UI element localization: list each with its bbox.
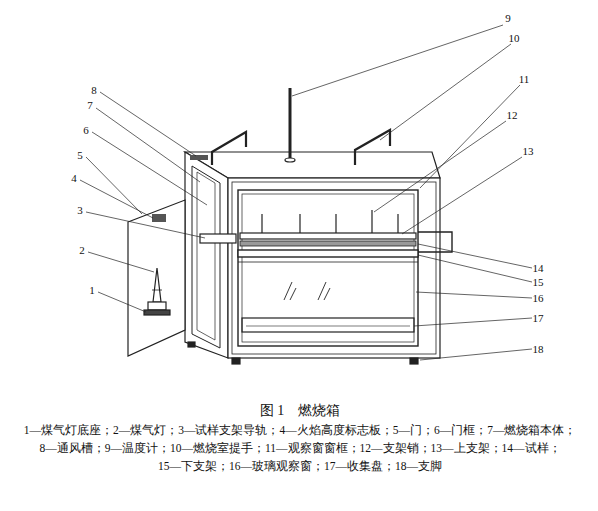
part-key-line: 15—下支架；16—玻璃观察窗；17—收集盘；18—支脚 [158,460,442,473]
callout-number: 14 [533,262,544,274]
callout-number: 12 [507,109,518,121]
callout-number: 18 [533,343,544,355]
callout-number: 4 [71,172,77,184]
callout-number: 15 [533,276,544,288]
callout-number: 9 [505,12,511,24]
callout-number: 3 [77,204,83,216]
callout-number: 6 [83,124,89,136]
callout-number: 1 [89,284,95,296]
part-key-line: 1—煤气灯底座；2—煤气灯；3—试样支架导轨；4—火焰高度标志板；5—门；6—门… [24,424,577,437]
callout-number: 17 [533,312,544,324]
callout-number: 16 [533,292,544,304]
figure-caption: 图 1 燃烧箱 [260,403,341,418]
callout-number: 2 [79,244,85,256]
callout-number: 5 [77,149,83,161]
callout-number: 13 [523,145,534,157]
callout-number: 7 [87,99,93,111]
callout-number: 10 [509,32,520,44]
callout-number: 11 [519,73,530,85]
callout-number: 8 [91,84,97,96]
part-key-line: 8—通风槽；9—温度计；10—燃烧室提手；11—观察窗窗框；12—支架销；13—… [39,442,560,455]
